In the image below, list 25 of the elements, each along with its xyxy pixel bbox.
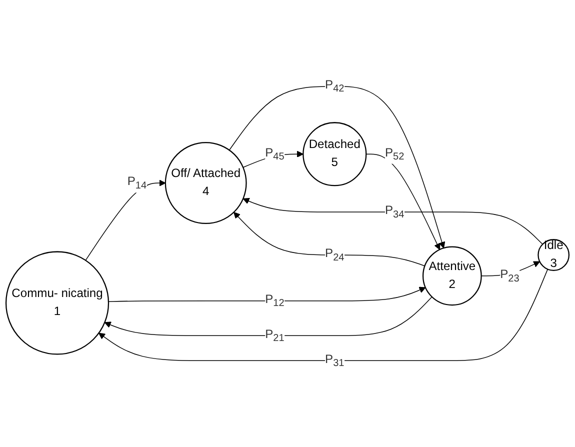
edge-label: P$_{12}$ <box>265 293 284 308</box>
edge-label: P$_{23}$ <box>500 268 520 284</box>
node-circle: Commu- nicating 1 <box>5 251 110 355</box>
edge-label: P$_{34}$ <box>384 204 404 220</box>
arrow <box>108 286 426 302</box>
node-circle: Off/ Attached 4 <box>164 142 247 224</box>
arrow <box>480 261 540 276</box>
edge-label: P$_{21}$ <box>265 328 284 344</box>
arrow <box>233 212 426 266</box>
arrow <box>242 198 543 245</box>
node-circle: Detached 5 <box>302 122 367 186</box>
arrow <box>85 180 166 261</box>
node-circle: Attentive 2 <box>422 246 482 306</box>
arrow <box>98 268 548 361</box>
node-circle: Idle 3 <box>538 239 570 271</box>
edge-label: P$_{14}$ <box>127 175 147 191</box>
edge-label: P$_{45}$ <box>265 146 284 162</box>
edge-label: P$_{24}$ <box>325 247 344 263</box>
arrow <box>242 150 304 168</box>
arrow <box>366 154 440 250</box>
edge-label: P$_{52}$ <box>384 146 404 162</box>
arrow <box>228 86 446 248</box>
edge-label: P$_{31}$ <box>325 353 344 368</box>
arrow <box>104 296 432 336</box>
edge-label: P$_{42}$ <box>325 78 344 94</box>
